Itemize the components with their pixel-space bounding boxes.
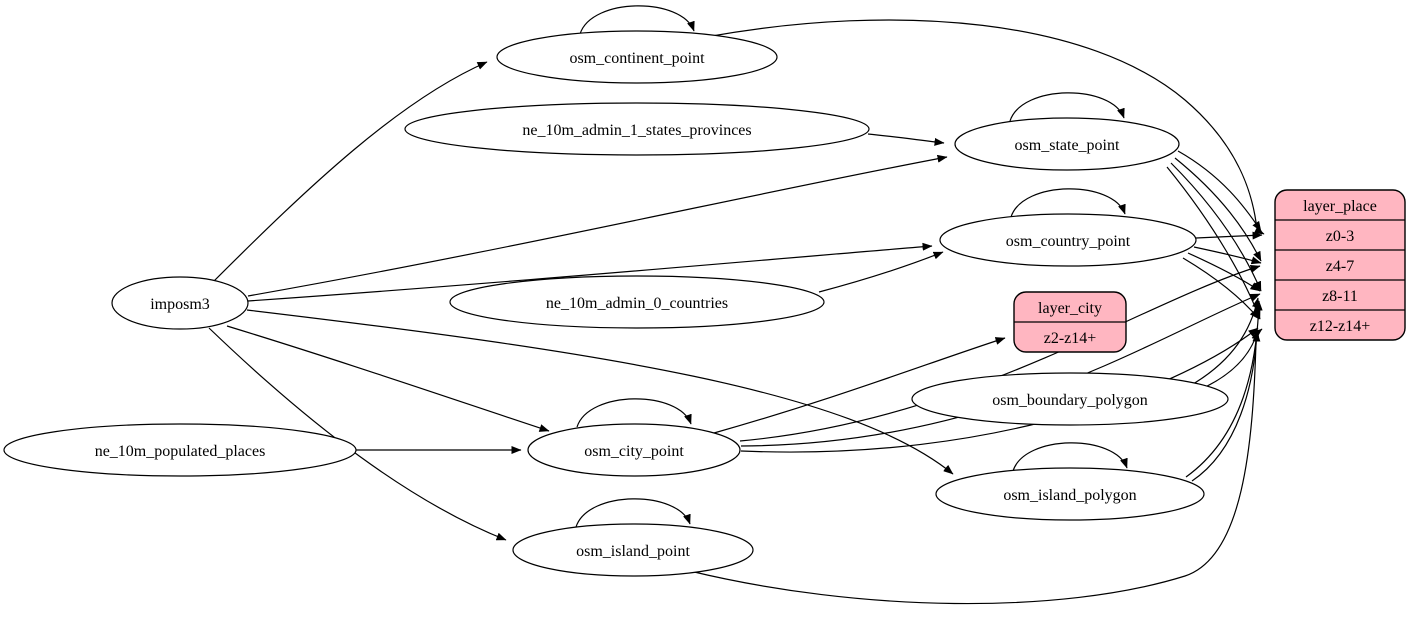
node-osm-boundary-polygon-label: osm_boundary_polygon	[992, 392, 1148, 409]
node-imposm3-shape	[111, 276, 249, 330]
self-loop-osm-city-point	[576, 398, 692, 428]
layer-place-title: layer_place	[1303, 198, 1377, 215]
edge-osm-country-point-to-layer-place-z0-3	[1195, 231, 1263, 240]
edge-imposm3-to-osm-island-polygon	[246, 309, 954, 475]
edge-osm-city-point-to-layer-place-z8-11	[740, 293, 1261, 447]
self-loop-osm-country-point	[1010, 188, 1126, 218]
node-osm-country-point-shape	[939, 213, 1197, 267]
layer-place-row-z4-7: z4-7	[1326, 258, 1354, 275]
node-ne-10m-admin-1-states-provinces-label: ne_10m_admin_1_states_provinces	[522, 122, 751, 139]
node-osm-island-point-label: osm_island_point	[576, 543, 690, 560]
edges-group	[208, 5, 1265, 605]
layer-place-row-z0-3: z0-3	[1326, 228, 1354, 245]
node-layer-city: layer_city z2-z14+	[1013, 291, 1127, 353]
edge-ne-admin0-to-osm-country-point	[818, 251, 944, 293]
edge-osm-boundary-polygon-to-layer-place-z8-11	[1192, 297, 1260, 385]
node-osm-country-point-label: osm_country_point	[1006, 233, 1131, 250]
node-imposm3: imposm3	[111, 276, 249, 330]
node-layer-place-box	[1274, 189, 1406, 341]
node-osm-state-point: osm_state_point	[954, 117, 1180, 171]
edge-imposm3-to-osm-continent-point	[211, 61, 488, 284]
node-osm-continent-point-label: osm_continent_point	[569, 50, 705, 67]
self-loop-osm-continent-point	[579, 5, 695, 35]
self-loop-osm-state-point	[1009, 92, 1125, 122]
node-layer-place: layer_place z0-3 z4-7 z8-11 z12-z14+	[1274, 189, 1406, 341]
edge-osm-state-point-to-layer-place-z8-11	[1170, 162, 1262, 292]
node-ne-10m-populated-places-label: ne_10m_populated_places	[95, 443, 266, 460]
layer-place-row-z12-z14: z12-z14+	[1310, 318, 1371, 335]
edge-imposm3-to-osm-country-point	[247, 242, 933, 302]
node-ne-10m-populated-places: ne_10m_populated_places	[3, 423, 357, 477]
node-osm-state-point-label: osm_state_point	[1015, 137, 1120, 154]
layer-place-row-z8-11: z8-11	[1322, 288, 1358, 305]
edge-osm-island-polygon-to-layer-place-z8-11	[1185, 300, 1263, 478]
node-osm-island-polygon-shape	[935, 467, 1205, 521]
edge-osm-country-point-to-layer-place-z8-11	[1187, 252, 1261, 292]
layer-city-row-z2-z14: z2-z14+	[1044, 330, 1097, 347]
node-osm-continent-point: osm_continent_point	[496, 30, 778, 84]
node-osm-island-polygon-label: osm_island_polygon	[1003, 487, 1136, 504]
node-ne-10m-populated-places-shape	[3, 423, 357, 477]
node-osm-country-point: osm_country_point	[939, 213, 1197, 267]
node-ne-10m-admin-0-countries-shape	[449, 275, 825, 329]
self-loop-osm-island-polygon	[1012, 442, 1128, 472]
node-imposm3-label: imposm3	[150, 296, 210, 313]
edge-osm-country-point-to-layer-place-z4-7	[1193, 246, 1262, 265]
edge-osm-state-point-to-layer-place-z4-7	[1174, 157, 1262, 262]
node-osm-island-point-shape	[512, 523, 754, 577]
self-loop-osm-island-point	[575, 498, 691, 528]
node-osm-continent-point-shape	[496, 30, 778, 84]
node-osm-island-polygon: osm_island_polygon	[935, 467, 1205, 521]
node-osm-city-point-label: osm_city_point	[584, 443, 684, 460]
node-osm-city-point-shape	[527, 423, 741, 477]
node-osm-city-point: osm_city_point	[527, 423, 741, 477]
node-osm-state-point-shape	[954, 117, 1180, 171]
edge-imposm3-to-osm-city-point	[226, 325, 550, 432]
edge-osm-city-point-to-layer-place-z4-7	[739, 265, 1261, 442]
edge-osm-state-point-to-layer-place-z0-3	[1177, 150, 1262, 232]
edge-imposm3-to-osm-island-point	[208, 327, 507, 541]
edge-imposm3-to-osm-state-point	[247, 154, 948, 297]
node-osm-boundary-polygon-shape	[911, 372, 1229, 426]
node-ne-10m-admin-1-states-provinces: ne_10m_admin_1_states_provinces	[404, 102, 870, 156]
edge-ne-admin1-to-osm-state-point	[867, 133, 945, 146]
edge-osm-island-point-to-layer-place-z12-z14	[689, 328, 1263, 605]
edge-osm-city-point-to-layer-city	[713, 337, 1006, 434]
node-osm-boundary-polygon: osm_boundary_polygon	[911, 372, 1229, 426]
node-ne-10m-admin-0-countries: ne_10m_admin_0_countries	[449, 275, 825, 329]
node-osm-island-point: osm_island_point	[512, 523, 754, 577]
layer-city-title: layer_city	[1038, 300, 1102, 317]
node-ne-10m-admin-0-countries-label: ne_10m_admin_0_countries	[546, 295, 728, 312]
node-ne-10m-admin-1-states-provinces-shape	[404, 102, 870, 156]
edge-osm-country-point-to-layer-place-z12-z14	[1182, 257, 1260, 320]
